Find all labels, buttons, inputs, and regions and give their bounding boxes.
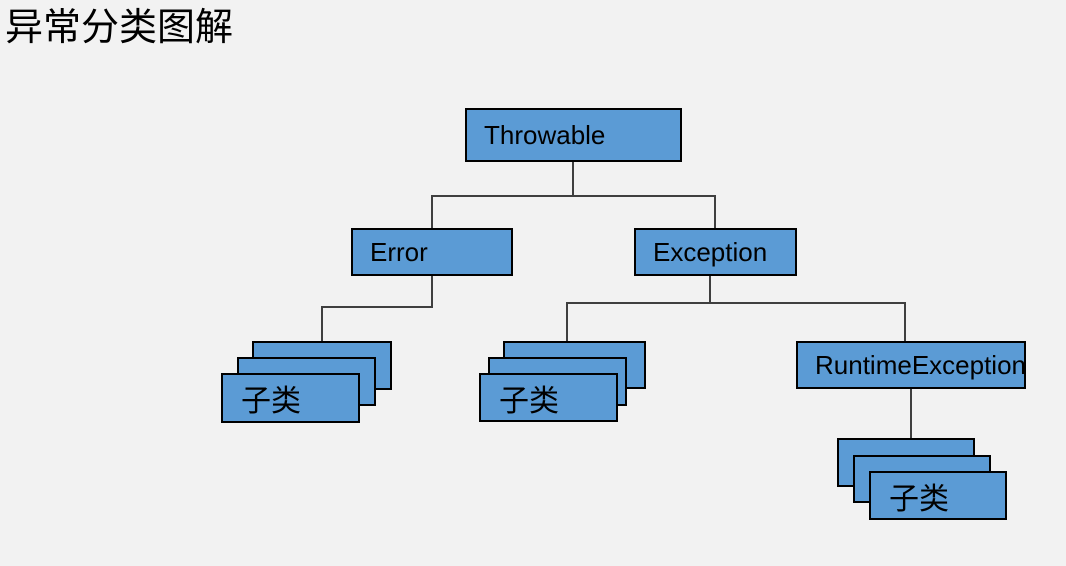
connector-runtime-down [910,388,912,439]
node-exception-subclass[interactable]: 子类 [479,373,618,422]
connector-throwable-branch [431,195,716,197]
connector-exception-branch [566,302,906,304]
page-title: 异常分类图解 [5,7,234,49]
node-runtime-subclass-label: 子类 [889,482,949,516]
node-throwable-label: Throwable [484,119,606,150]
node-error[interactable]: Error [351,228,513,276]
connector-error-top [431,195,433,229]
connector-throwable-down [572,162,574,196]
connector-runtime-top [904,302,906,342]
connector-error-branch [321,306,433,308]
node-error-label: Error [370,236,428,267]
node-exception[interactable]: Exception [634,228,797,276]
node-runtime-subclass[interactable]: 子类 [869,471,1007,520]
connector-exception-down [709,275,711,304]
connector-exception-top [714,195,716,229]
node-runtime-exception[interactable]: RuntimeException [796,341,1026,389]
connector-error-down [431,275,433,308]
node-throwable[interactable]: Throwable [465,108,682,162]
connector-error-subclass-top [321,306,323,342]
node-runtime-exception-label: RuntimeException [815,349,1026,380]
node-error-subclass-label: 子类 [241,385,301,418]
connector-exception-subclass-top [566,302,568,342]
node-exception-subclass-label: 子类 [499,384,559,418]
node-exception-label: Exception [653,236,768,267]
node-error-subclass[interactable]: 子类 [221,373,360,423]
